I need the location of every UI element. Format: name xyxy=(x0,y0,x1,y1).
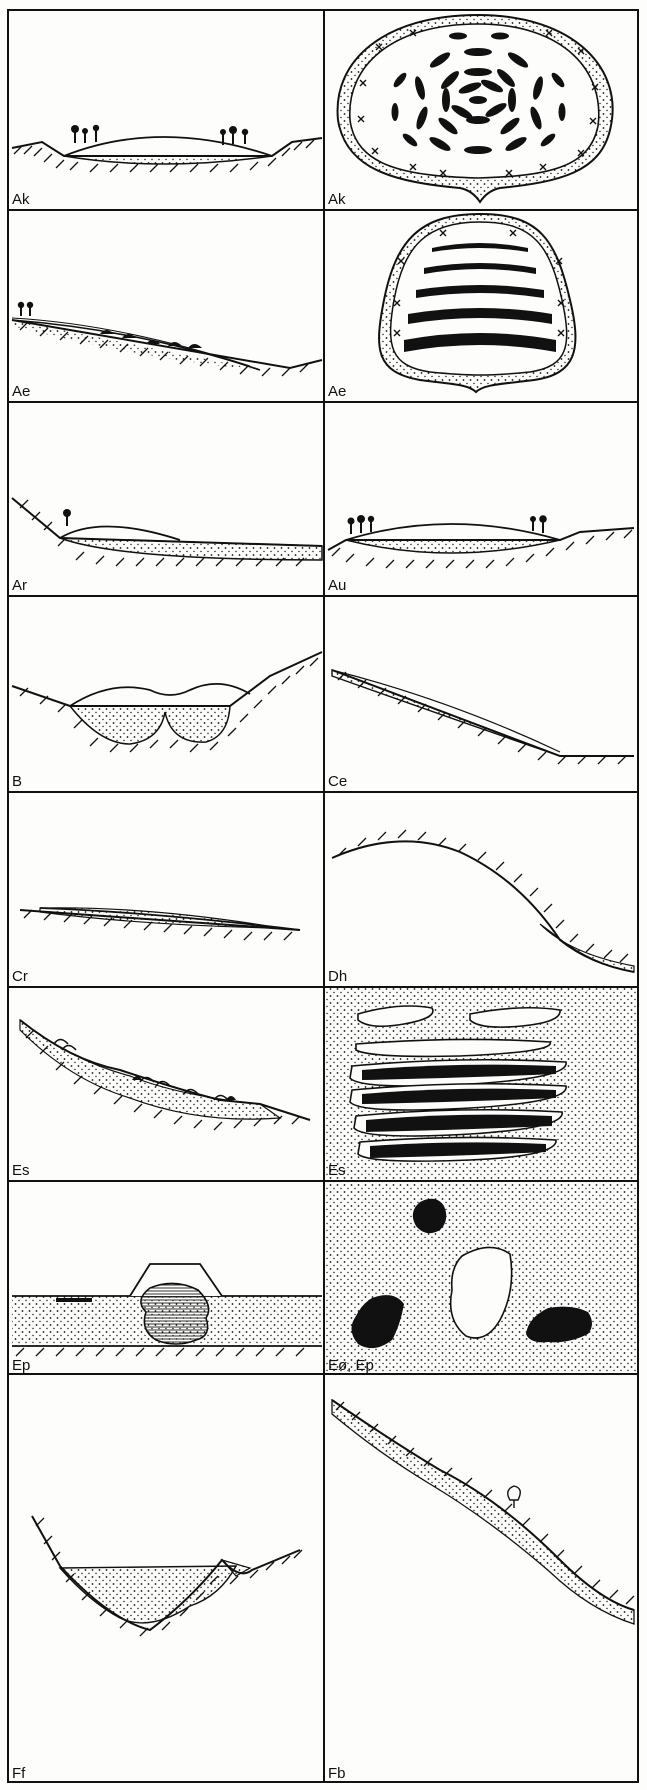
panel-label: B xyxy=(12,773,22,790)
panel-ff-profile: Ff xyxy=(12,1516,302,1782)
panel-ak-plan: Ak xyxy=(328,15,613,208)
panel-eo-ep-plan: Eø, Ep xyxy=(325,1182,637,1374)
panel-label: Ar xyxy=(12,577,27,594)
panel-ae-plan: Ae xyxy=(328,214,575,400)
panel-label: Es xyxy=(328,1162,346,1179)
panel-ar-profile: Ar xyxy=(12,498,322,594)
panel-label: Ce xyxy=(328,773,347,790)
panel-label: Au xyxy=(328,577,346,594)
panel-es-plan: Es xyxy=(325,988,637,1180)
panel-ak-profile: Ak xyxy=(12,125,322,208)
panel-label: Ep xyxy=(12,1357,30,1374)
panel-au-profile: Au xyxy=(328,515,634,594)
panel-cr-profile: Cr xyxy=(12,908,300,985)
panel-label: Ae xyxy=(328,383,346,400)
panel-label: Eø, Ep xyxy=(328,1357,374,1374)
panel-ae-profile: Ae xyxy=(12,302,322,400)
panel-label: Cr xyxy=(12,968,28,985)
panel-label: Ff xyxy=(12,1765,26,1782)
panel-ce-profile: Ce xyxy=(328,670,634,790)
panel-b-profile: B xyxy=(12,652,322,790)
panel-label: Ak xyxy=(328,191,346,208)
panel-label: Dh xyxy=(328,968,347,985)
panel-label: Ak xyxy=(12,191,30,208)
panel-label: Ae xyxy=(12,383,30,400)
panel-label: Es xyxy=(12,1162,30,1179)
panel-dh-profile: Dh xyxy=(328,830,634,985)
panel-es-profile: Es xyxy=(12,1020,310,1179)
panel-fb-profile: Fb xyxy=(328,1400,634,1782)
panel-label: Fb xyxy=(328,1765,346,1782)
panel-ep-profile: Ep xyxy=(12,1264,322,1374)
